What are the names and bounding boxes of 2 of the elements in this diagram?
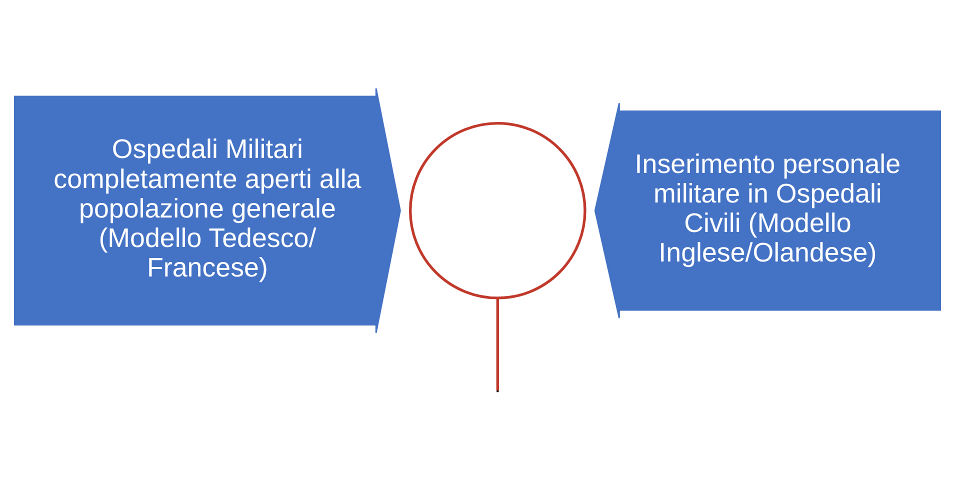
node-circle [408, 121, 586, 299]
connector [496, 298, 499, 390]
